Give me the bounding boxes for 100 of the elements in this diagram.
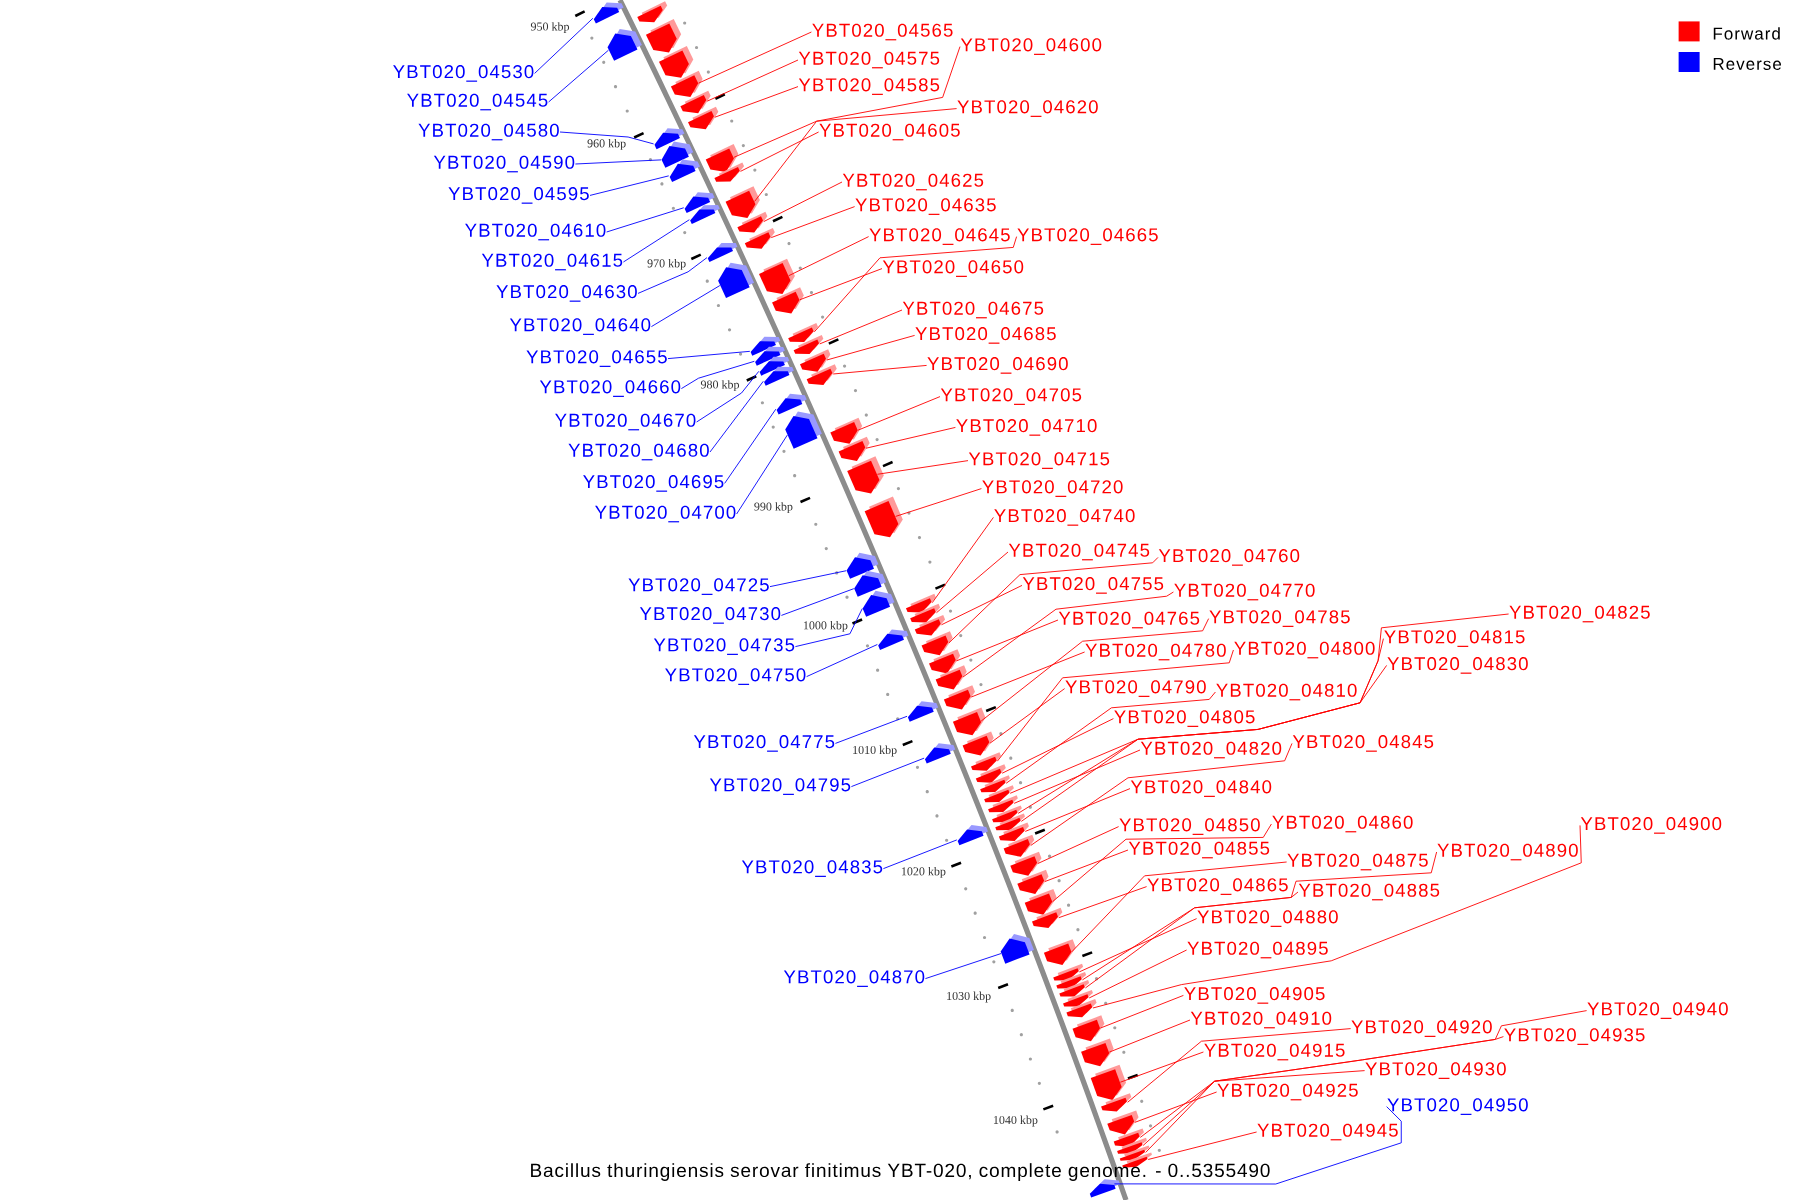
gene-label: YBT020_04755 <box>1022 577 1164 594</box>
gene-label: YBT020_04650 <box>882 260 1024 277</box>
gene-block <box>957 825 988 846</box>
gene-block <box>776 393 807 415</box>
gene-block <box>935 665 967 690</box>
gene-block <box>1101 1093 1132 1112</box>
gene-label: YBT020_04735 <box>653 638 795 655</box>
gene-label: YBT020_04545 <box>407 93 548 111</box>
gene-block <box>607 29 642 61</box>
leader-line <box>895 488 982 517</box>
gene-label: YBT020_04685 <box>915 327 1056 344</box>
gene-label: YBT020_04880 <box>1197 910 1338 927</box>
gene-block <box>1122 1152 1152 1168</box>
gene-block <box>772 287 804 314</box>
gene-label: YBT020_04715 <box>968 452 1110 469</box>
legend-label: Forward <box>1713 27 1780 40</box>
gene-block <box>1017 869 1049 894</box>
gene-label: YBT020_04930 <box>1365 1062 1506 1079</box>
gene-label: YBT020_04820 <box>1140 741 1282 759</box>
leader-line <box>606 207 685 233</box>
gene-block <box>737 211 768 233</box>
leader-line <box>650 285 721 328</box>
gene-label: YBT020_04635 <box>855 198 996 215</box>
leader-line <box>1024 788 1131 832</box>
gene-block <box>838 436 870 461</box>
gene-label: YBT020_04695 <box>583 475 724 492</box>
leader-line <box>1099 994 1184 1029</box>
leader-line <box>763 181 843 222</box>
gene-label: YBT020_04740 <box>994 509 1135 526</box>
leader-line <box>714 86 799 118</box>
leader-line <box>1108 1019 1191 1053</box>
gene-label: YBT020_04860 <box>1272 815 1413 833</box>
gene-block <box>1024 889 1057 915</box>
leader-line <box>832 364 928 375</box>
leader-line <box>876 460 969 475</box>
gene-label: YBT020_04645 <box>869 228 1010 245</box>
leader-line <box>637 257 708 294</box>
leader-line <box>622 219 690 263</box>
gene-label: YBT020_04825 <box>1509 605 1650 623</box>
gene-block <box>929 649 961 674</box>
gene-block <box>952 707 986 736</box>
gene-block <box>669 159 700 182</box>
gene-label: YBT020_04770 <box>1174 583 1315 601</box>
legend-label: Reverse <box>1713 58 1782 70</box>
leader-line <box>1092 824 1582 1009</box>
gene-label: YBT020_04615 <box>481 253 623 271</box>
leader-line <box>956 619 1059 662</box>
leader-line <box>736 434 788 515</box>
leader-line <box>1145 1010 1588 1153</box>
gene-block <box>1081 1038 1114 1067</box>
gene-label: YBT020_04865 <box>1147 878 1288 895</box>
gene-block <box>593 2 624 24</box>
leader-line <box>733 46 961 158</box>
leader-line <box>931 516 994 604</box>
gene-block <box>659 46 694 78</box>
gene-block <box>688 106 719 130</box>
gene-label: YBT020_04620 <box>957 100 1098 117</box>
leader-line <box>924 953 1002 980</box>
gene-label: YBT020_04565 <box>812 23 953 41</box>
leader-line <box>1147 1131 1258 1160</box>
gene-label: YBT020_04845 <box>1292 735 1434 752</box>
leader-line <box>882 839 958 870</box>
leader-line <box>962 591 1174 678</box>
leader-line <box>740 131 820 172</box>
gene-block <box>907 701 939 722</box>
leader-line <box>1088 949 1188 999</box>
leader-line <box>1044 849 1129 883</box>
leader-line <box>1134 1091 1218 1123</box>
gene-label: YBT020_04750 <box>665 668 806 685</box>
leader-line <box>799 268 883 301</box>
gene-block <box>714 162 745 182</box>
gene-label: YBT020_04810 <box>1216 683 1357 701</box>
gene-label: YBT020_04910 <box>1190 1011 1332 1029</box>
leader-line <box>1013 749 1141 804</box>
caption: Bacillus thuringiensis serovar finitimus YBT-020, complete genome. - 0..5355490 <box>531 1163 1270 1181</box>
gene-label: YBT020_04870 <box>783 970 925 987</box>
gene-label: YBT020_04790 <box>1065 680 1206 697</box>
leader-line <box>1127 1028 1352 1103</box>
leader-line <box>834 715 908 744</box>
leader-line <box>857 396 941 431</box>
gene-label: YBT020_04885 <box>1298 883 1440 901</box>
leader-line <box>850 757 925 788</box>
gene-label: YBT020_04725 <box>628 578 769 595</box>
gene-block <box>670 70 703 98</box>
leader-line <box>780 588 855 616</box>
leader-line <box>1085 851 1438 989</box>
gene-block <box>788 323 818 342</box>
gene-block <box>1089 1179 1121 1198</box>
leader-line <box>1052 823 1272 903</box>
leader-line <box>794 608 863 648</box>
gene-label: YBT020_04800 <box>1234 641 1375 659</box>
gene-block <box>830 417 863 444</box>
gene-block <box>914 614 946 636</box>
gene-block <box>864 496 903 538</box>
gene-label: YBT020_04575 <box>798 51 940 69</box>
gene-label: YBT020_04920 <box>1351 1020 1492 1037</box>
leader-line <box>559 131 655 145</box>
leader-line <box>1071 861 1288 953</box>
gene-label: YBT020_04660 <box>539 380 681 397</box>
gene-label: YBT020_04655 <box>526 350 667 367</box>
